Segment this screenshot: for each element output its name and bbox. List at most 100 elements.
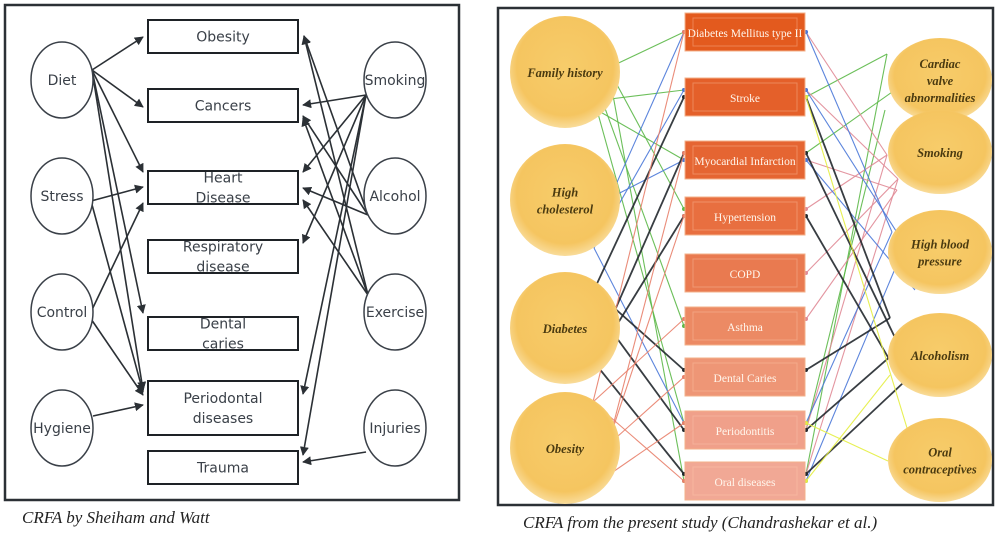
link-high-blood-pressure-to-oral-diseases — [805, 244, 906, 482]
link-stress-to-periodontal-diseases — [90, 200, 146, 393]
disease-label: COPD — [730, 269, 761, 281]
risk-factor-stress: Stress — [30, 157, 94, 235]
link-diabetes-to-myocardial-infarction — [607, 152, 685, 327]
risk-factor-exercise: Exercise — [363, 273, 427, 351]
link-high-blood-pressure-to-stroke — [805, 89, 906, 246]
disease-label: Periodontitis — [716, 426, 775, 438]
risk-factor-smoking: Smoking — [888, 110, 992, 194]
link-exercise-to-heart-disease — [302, 199, 369, 296]
disease-box-periodontitis: Periodontitis — [684, 410, 806, 450]
risk-factor-label: Alcoholism — [910, 349, 970, 363]
link-smoking-to-trauma — [299, 94, 367, 456]
disease-box-myocardial-infarction: Myocardial Infarction — [684, 140, 806, 180]
risk-factor-label: Diet — [48, 73, 77, 89]
risk-factor-label: Alcohol — [369, 189, 420, 205]
link-smoking-to-myocardial-infarction — [805, 159, 898, 191]
disease-box-hypertension: Hypertension — [684, 196, 806, 236]
link-smoking-to-periodontal-diseases — [300, 94, 367, 395]
disease-box-asthma: Asthma — [684, 306, 806, 346]
right-diagram-nodes: Diabetes Mellitus type II StrokeMyocardia… — [510, 12, 992, 504]
disease-label: Trauma — [196, 461, 249, 477]
link-smoking-to-periodontitis — [805, 154, 888, 431]
risk-factor-label: Injuries — [369, 421, 420, 437]
link-high-cholesterol-to-diabetes-mellitus-type-ii — [609, 31, 685, 199]
link-high-blood-pressure-to-periodontitis — [805, 231, 893, 424]
disease-box-copd: COPD — [684, 253, 806, 293]
disease-box-obesity: Obesity — [147, 19, 299, 54]
link-alcohol-to-obesity — [302, 35, 369, 216]
link-high-cholesterol-to-myocardial-infarction — [609, 159, 685, 199]
disease-box-stroke: Stroke — [684, 77, 806, 117]
link-diet-to-heart-disease — [91, 69, 144, 173]
link-diabetes-to-stroke — [593, 96, 685, 291]
link-smoking-to-stroke — [805, 89, 899, 180]
risk-factor-hygiene: Hygiene — [30, 389, 94, 467]
link-high-cholesterol-to-periodontitis — [593, 247, 685, 424]
link-control-to-heart-disease — [88, 202, 144, 317]
risk-factor-alcohol: Alcohol — [363, 157, 427, 235]
link-family-history-to-diabetes-mellitus-type-ii — [607, 31, 685, 69]
link-oral-contraceptives-to-periodontitis — [805, 422, 889, 462]
risk-factor-label: Hygiene — [33, 421, 91, 437]
link-smoking-to-oral-diseases — [805, 178, 899, 475]
link-alcoholism-to-stroke — [805, 96, 891, 319]
risk-factor-control: Control — [30, 273, 94, 351]
link-obesity-to-myocardial-infarction — [607, 152, 685, 446]
link-oral-contraceptives-to-oral-diseases — [805, 374, 891, 482]
link-high-blood-pressure-to-diabetes-mellitus-type-ii — [805, 31, 893, 233]
link-hygiene-to-periodontal-diseases — [92, 402, 144, 417]
link-exercise-to-cancers — [301, 117, 369, 296]
link-control-to-periodontal-diseases — [88, 315, 144, 396]
link-smoking-to-respiratory-disease — [302, 94, 367, 244]
left-diagram-links — [88, 35, 369, 466]
risk-factor-smoking: Smoking — [363, 41, 427, 119]
disease-box-diabetes-mellitus-type-ii: Diabetes Mellitus type II — [684, 12, 806, 52]
link-smoking-to-copd — [805, 178, 899, 274]
link-obesity-to-asthma — [592, 318, 685, 403]
disease-label: Diabetes Mellitus type II — [688, 28, 803, 40]
risk-factor-injuries: Injuries — [363, 389, 427, 467]
risk-factor-label: Control — [37, 305, 88, 321]
disease-label: Obesity — [196, 30, 249, 46]
risk-factor-alcoholism: Alcoholism — [888, 313, 992, 397]
link-family-history-to-hypertension — [607, 67, 685, 210]
disease-label: Hypertension — [714, 212, 776, 224]
risk-factor-obesity: Obesity — [510, 392, 620, 504]
risk-factor-label: Diabetes — [542, 322, 588, 336]
link-smoking-to-cancers — [302, 94, 367, 109]
link-diet-to-dental-caries — [91, 69, 146, 314]
link-diet-to-periodontal-diseases — [91, 69, 147, 391]
link-diet-to-obesity — [91, 36, 144, 71]
link-smoking-to-asthma — [805, 189, 898, 320]
disease-label: Cancers — [195, 99, 252, 115]
disease-label: Stroke — [730, 93, 760, 105]
risk-factor-family-history: Family history — [510, 16, 620, 128]
link-cardiac-valve-abnormalities-to-oral-diseases — [805, 53, 888, 475]
link-alcoholism-to-periodontitis — [805, 347, 901, 431]
disease-box-dental-caries: Dental Caries — [684, 357, 806, 397]
risk-factor-label: Exercise — [366, 305, 424, 321]
right-diagram-caption: CRFA from the present study (Chandrashek… — [523, 513, 878, 532]
disease-box-cancers: Cancers — [147, 88, 299, 123]
left-diagram-caption: CRFA by Sheiham and Watt — [22, 508, 210, 527]
link-family-history-to-myocardial-infarction — [596, 109, 685, 161]
link-smoking-to-hypertension — [805, 154, 888, 210]
link-alcoholism-to-hypertension — [805, 215, 904, 384]
link-family-history-to-periodontitis — [596, 109, 685, 424]
link-smoking-to-heart-disease — [302, 94, 367, 173]
link-alcoholism-to-oral-diseases — [805, 382, 904, 475]
